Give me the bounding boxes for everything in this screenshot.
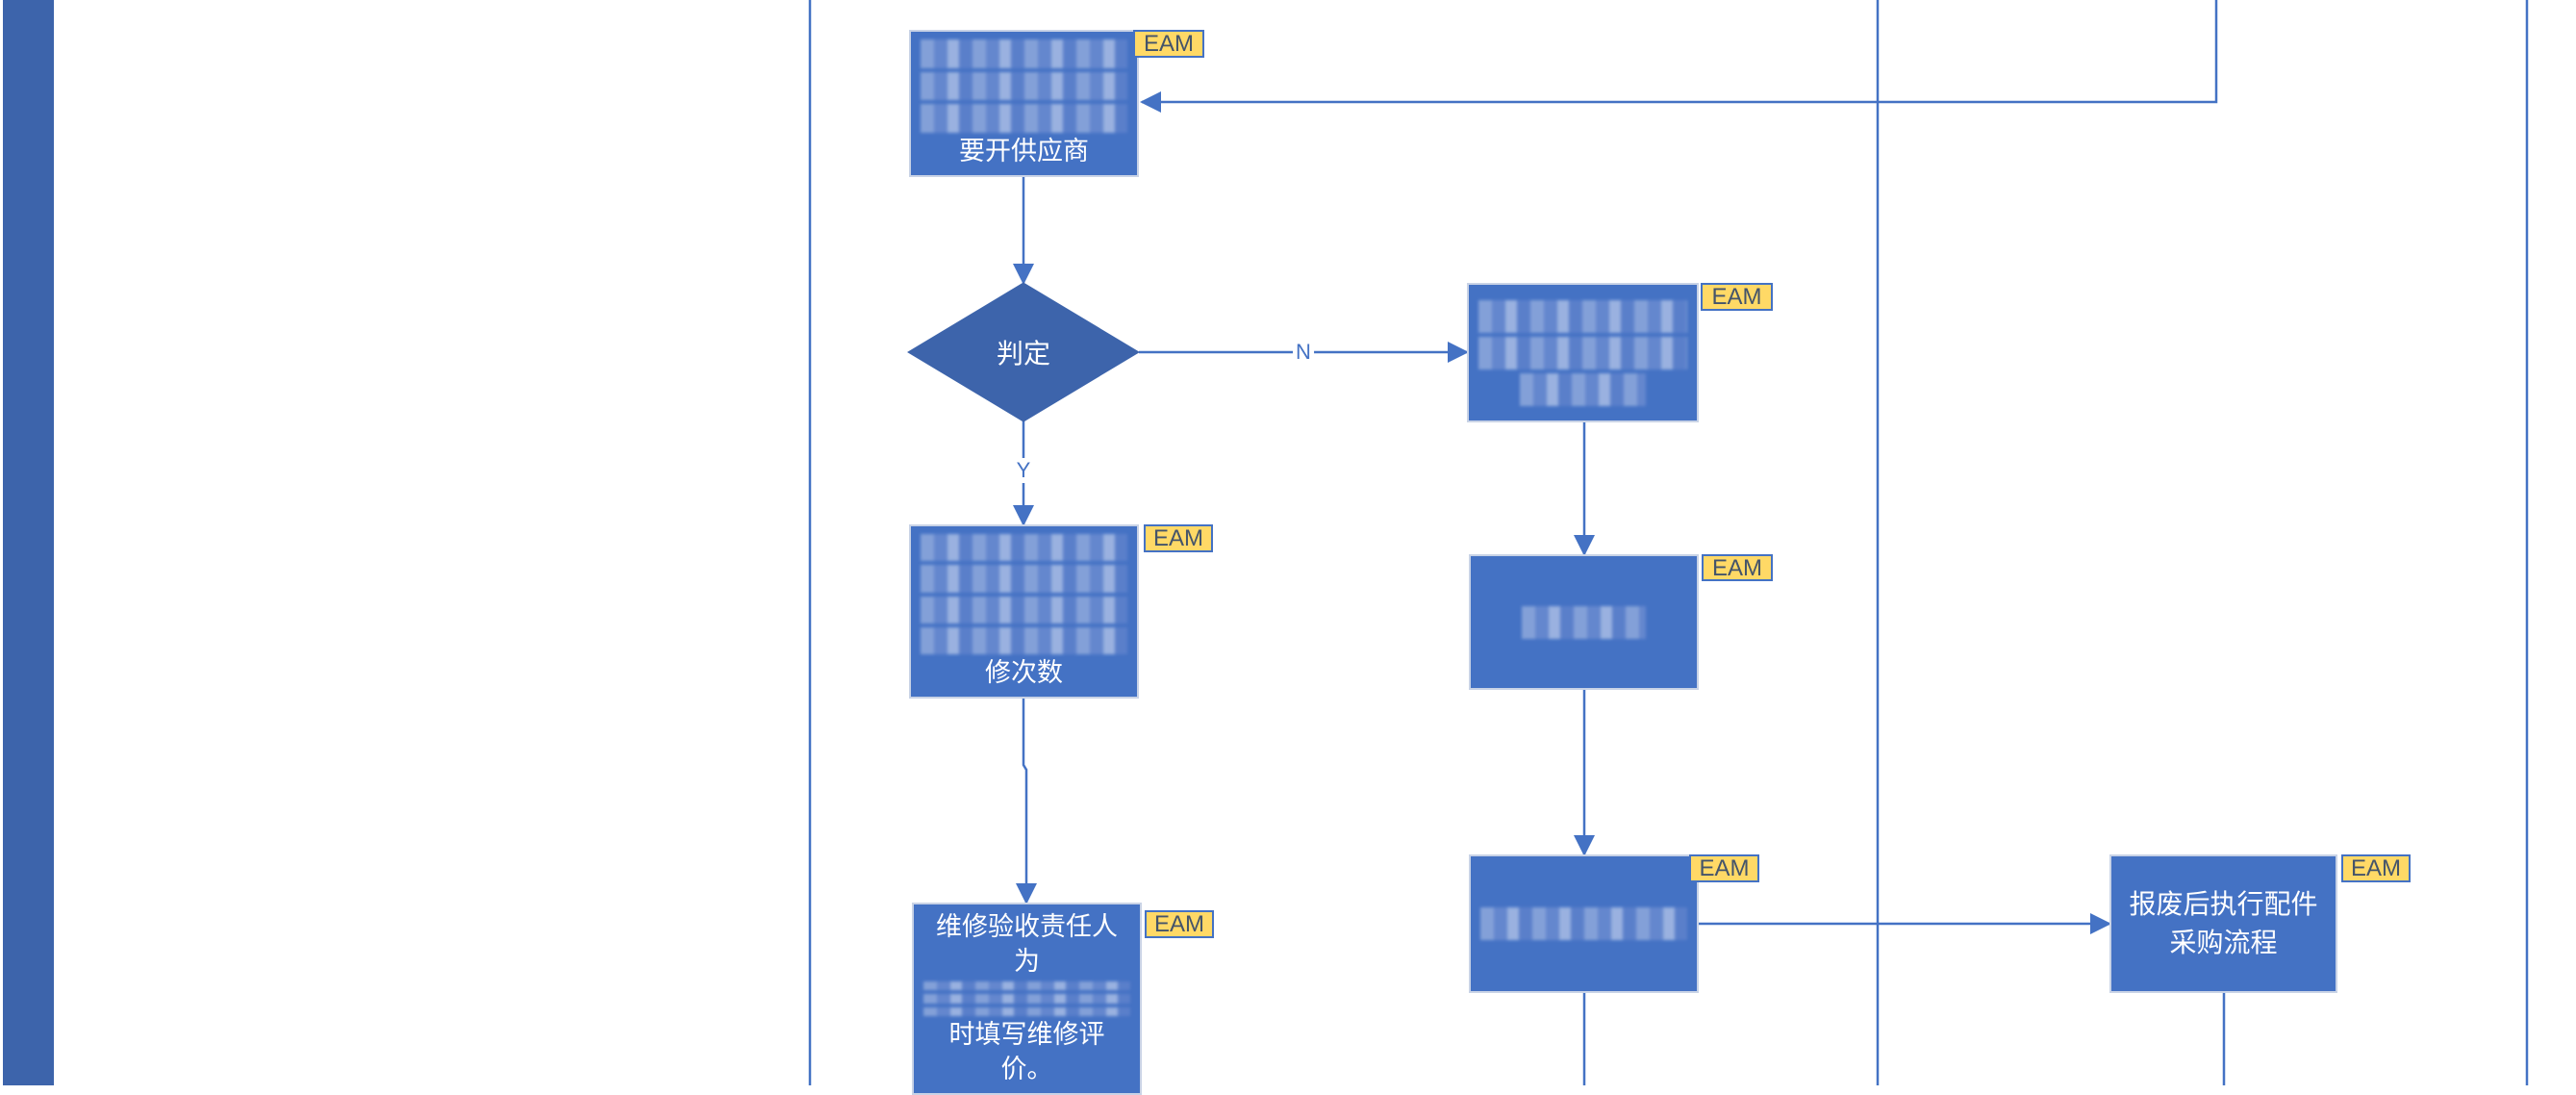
redacted-text xyxy=(1478,299,1687,333)
box-text: 要开供应商 xyxy=(959,137,1089,167)
process-box-1[interactable]: 要开供应商 xyxy=(909,30,1139,177)
decision-diamond xyxy=(907,282,1140,422)
box-text: 修次数 xyxy=(985,658,1063,688)
redacted-text xyxy=(921,534,1127,562)
redacted-text xyxy=(1480,907,1687,940)
redacted-text xyxy=(1522,605,1646,639)
redacted-text xyxy=(923,994,1130,1004)
eam-tag: EAM xyxy=(1701,283,1773,311)
process-box-2[interactable] xyxy=(1467,283,1699,422)
redacted-text xyxy=(921,71,1127,101)
redacted-text xyxy=(921,626,1127,654)
box-text-bottom: 时填写维修评价。 xyxy=(948,1019,1105,1084)
eam-tag: EAM xyxy=(1689,854,1759,882)
yes-label: Y xyxy=(1013,458,1034,483)
redacted-text xyxy=(921,596,1127,624)
redacted-text xyxy=(923,1006,1130,1016)
swimlane-header-bar xyxy=(3,0,54,1085)
eam-tag: EAM xyxy=(1144,524,1213,552)
eam-tag: EAM xyxy=(1133,30,1204,58)
redacted-text xyxy=(1478,336,1687,369)
redacted-text xyxy=(921,104,1127,134)
eam-tag: EAM xyxy=(1145,910,1214,938)
eam-tag: EAM xyxy=(2341,854,2411,882)
process-box-4[interactable]: 维修验收责任人为 时填写维修评价。 xyxy=(912,903,1142,1095)
redacted-text xyxy=(1520,372,1646,406)
redacted-text xyxy=(923,981,1130,991)
arrow-box3-box4 xyxy=(1016,699,1037,904)
return-arrow xyxy=(1140,0,2218,113)
process-box-6[interactable] xyxy=(1469,854,1699,993)
decision-label: 判定 xyxy=(996,338,1051,369)
redacted-text xyxy=(921,39,1127,68)
no-label: N xyxy=(1293,340,1314,365)
process-box-3[interactable]: 修次数 xyxy=(909,524,1139,699)
redacted-text xyxy=(921,565,1127,593)
box-text: 报废后执行配件采购流程 xyxy=(2129,888,2318,958)
process-box-7[interactable]: 报废后执行配件采购流程 xyxy=(2109,854,2337,993)
box-text-top: 维修验收责任人为 xyxy=(936,912,1118,977)
process-box-5[interactable] xyxy=(1469,554,1699,690)
eam-tag: EAM xyxy=(1702,554,1773,581)
